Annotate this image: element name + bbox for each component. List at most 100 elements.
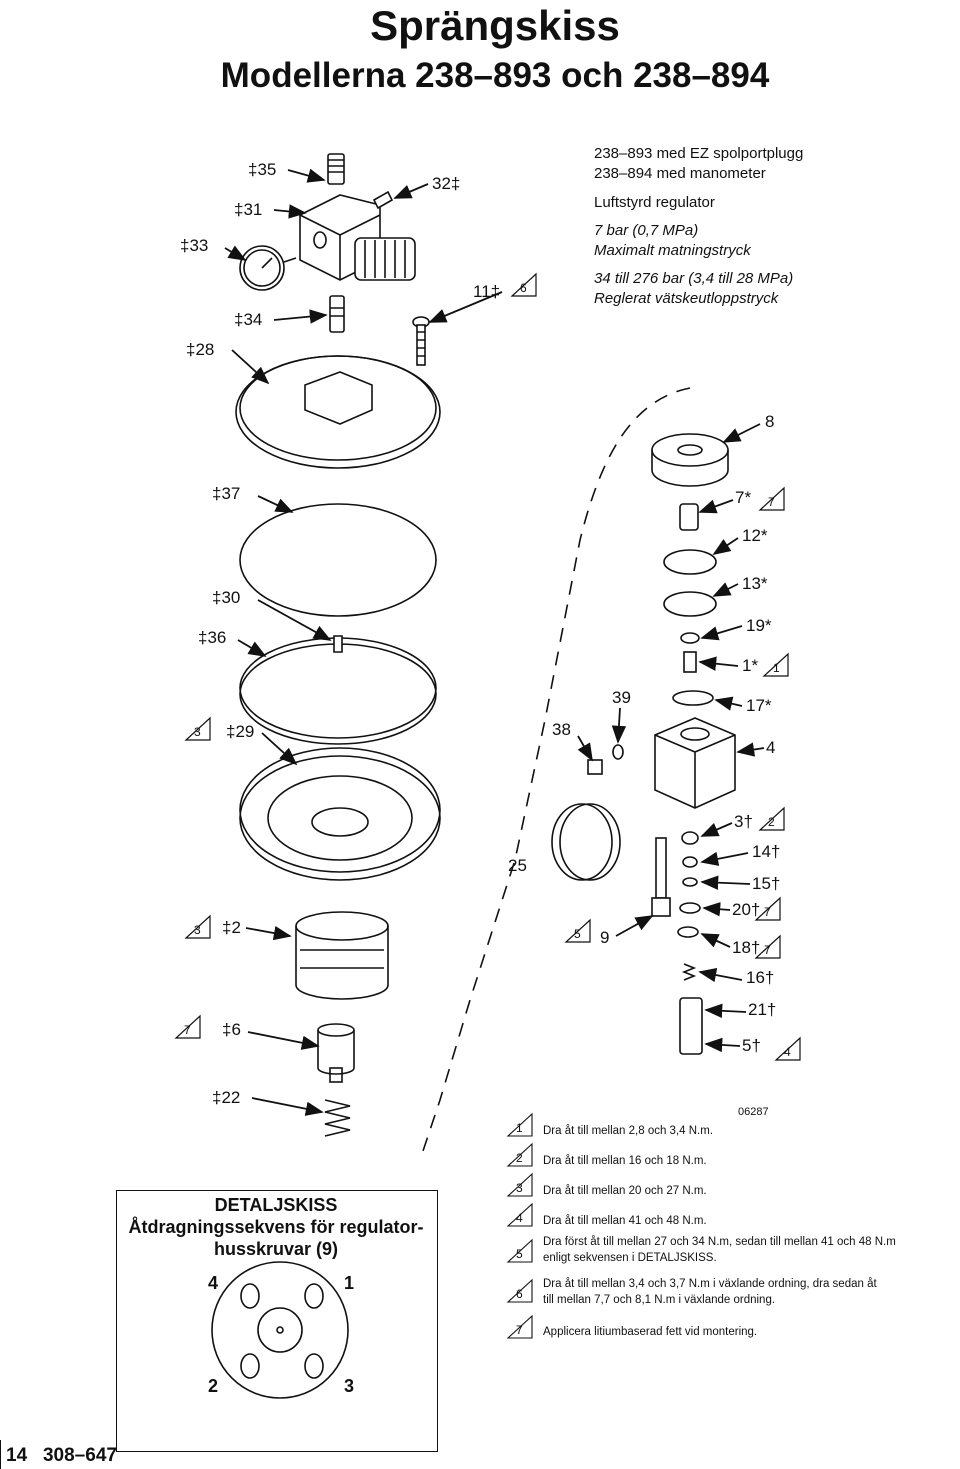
label-part-37: ‡37 <box>212 484 241 503</box>
triangle-label: 4 <box>784 1045 791 1059</box>
label-part-25: 25 <box>508 856 527 875</box>
figure-id: 06287 <box>738 1106 769 1118</box>
triangle-label: 7 <box>764 943 771 957</box>
spec-line: 7 bar (0,7 MPa) <box>594 222 699 239</box>
label-part-32: 32‡ <box>432 174 461 193</box>
lower-housing-part <box>239 747 441 881</box>
label-part-16: 16† <box>746 968 775 987</box>
spec-line: Reglerat vätskeutloppstryck <box>594 290 779 307</box>
label-part-17: 17* <box>746 696 772 715</box>
screw-38-part <box>587 759 603 775</box>
footer-page-number: 14 <box>6 1445 28 1466</box>
label-part-39: 39 <box>612 688 631 707</box>
label-part-33: ‡33 <box>180 236 209 255</box>
part-14 <box>682 856 698 868</box>
gasket-part <box>239 503 437 617</box>
page-subtitle: Modellerna 238–893 och 238–894 <box>220 56 770 95</box>
oring-39-part <box>612 744 624 760</box>
label-part-12: 12* <box>742 526 768 545</box>
label-part-31: ‡31 <box>234 200 263 219</box>
triangle-label: 7 <box>764 905 771 919</box>
spec-line: 238–893 med EZ spolportplugg <box>594 145 804 162</box>
detail-caption-1: Åtdragningssekvens för regulator- <box>128 1217 424 1237</box>
label-part-5: 5† <box>742 1036 761 1055</box>
note-text: Applicera litiumbaserad fett vid monteri… <box>543 1326 758 1338</box>
label-part-13: 13* <box>742 574 768 593</box>
triangle-label: 7 <box>768 495 775 509</box>
note-num: 5 <box>516 1247 523 1261</box>
note-text: Dra först åt till mellan 27 och 34 N.m, … <box>543 1236 896 1248</box>
stem-7-part <box>679 503 699 531</box>
fitting-34-part <box>329 295 345 333</box>
triangle-label: 1 <box>773 661 780 675</box>
stem-9-part <box>651 837 671 917</box>
label-part-14: 14† <box>752 842 781 861</box>
note-text: till mellan 7,7 och 8,1 N.m i växlande o… <box>543 1294 776 1306</box>
triangle-label: 7 <box>184 1023 191 1037</box>
note-text: Dra åt till mellan 2,8 och 3,4 N.m. <box>543 1125 714 1137</box>
assembly-dash-line <box>419 387 691 1161</box>
label-part-7: 7* <box>735 488 752 507</box>
label-part-38: 38 <box>552 720 571 739</box>
gauge-part <box>239 245 297 291</box>
detail-num-2: 2 <box>208 1376 219 1396</box>
spec-line: Luftstyrd regulator <box>594 194 715 211</box>
cap-8-part <box>651 433 729 487</box>
note-num: 6 <box>516 1287 523 1301</box>
label-part-29: ‡29 <box>226 722 255 741</box>
label-part-28: ‡28 <box>186 340 215 359</box>
triangle-label: 2 <box>768 815 775 829</box>
spec-line: 34 till 276 bar (3,4 till 28 MPa) <box>594 270 794 287</box>
label-part-4: 4 <box>766 738 776 757</box>
note-text: Dra åt till mellan 3,4 och 3,7 N.m i väx… <box>543 1278 877 1290</box>
fitting-21-part <box>679 997 703 1055</box>
label-part-19: 19* <box>746 616 772 635</box>
label-part-3: 3† <box>734 812 753 831</box>
label-part-22: ‡22 <box>212 1088 241 1107</box>
note-num: 1 <box>516 1121 523 1135</box>
label-part-30: ‡30 <box>212 588 241 607</box>
label-part-20: 20† <box>732 900 761 919</box>
nut-part <box>295 911 389 1000</box>
page-title: Sprängskiss <box>370 2 620 49</box>
regulator-body-part <box>299 194 416 281</box>
valve-1-part <box>683 651 697 673</box>
diaphragm-part <box>239 635 437 745</box>
note-text: Dra åt till mellan 41 och 48 N.m. <box>543 1215 707 1227</box>
detail-num-3: 3 <box>344 1376 355 1396</box>
valve-housing-4-part <box>654 717 736 809</box>
part-15 <box>682 877 698 887</box>
footer-doc-number: 308–647 <box>42 1445 117 1466</box>
seat-3-part <box>681 831 699 845</box>
triangle-label: 5 <box>574 927 581 941</box>
triangle-label: 3 <box>194 725 201 739</box>
plug-32-part <box>372 190 394 210</box>
label-part-21: 21† <box>748 1000 777 1019</box>
footer-rule <box>0 1440 1 1469</box>
label-part-15: 15† <box>752 874 781 893</box>
note-num: 3 <box>516 1181 523 1195</box>
oring-17-part <box>672 690 714 706</box>
gauge-25-part <box>551 803 621 881</box>
seat-13-part <box>663 591 717 617</box>
detail-num-4: 4 <box>208 1273 219 1293</box>
detail-caption-2: husskruvar (9) <box>213 1239 339 1259</box>
triangle-label: 3 <box>194 923 201 937</box>
detail-sketch <box>211 1261 349 1399</box>
label-part-1: 1* <box>742 656 759 675</box>
label-part-2: ‡2 <box>222 918 241 937</box>
detail-box <box>116 1190 438 1452</box>
spec-line: Maximalt matningstryck <box>594 242 751 259</box>
spec-line: 238–894 med manometer <box>594 165 766 182</box>
note-num: 4 <box>516 1211 523 1225</box>
note-num: 7 <box>516 1323 523 1337</box>
detail-title: DETALJSKISS <box>214 1195 338 1215</box>
note-text: Dra åt till mellan 20 och 27 N.m. <box>543 1185 707 1197</box>
label-part-18: 18† <box>732 938 761 957</box>
label-part-36: ‡36 <box>198 628 227 647</box>
detail-num-1: 1 <box>344 1273 355 1293</box>
